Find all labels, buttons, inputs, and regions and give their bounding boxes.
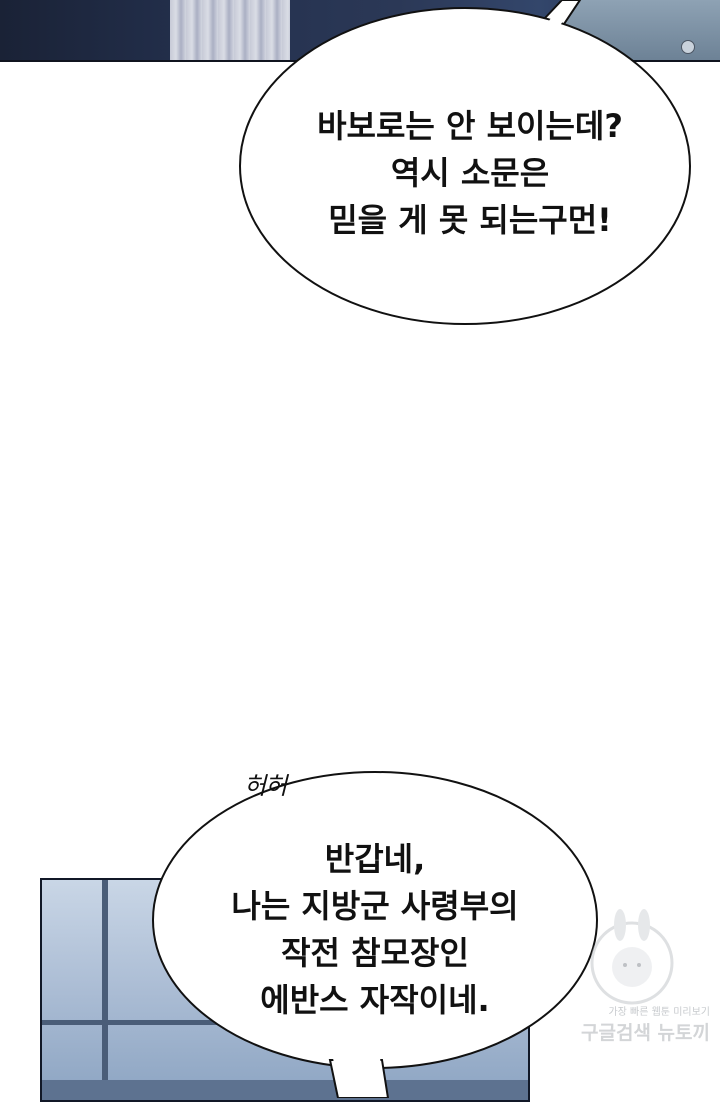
robe-illustration — [170, 0, 290, 60]
bubble-top-text: 바보로는 안 보이는데? 역시 소문은 믿을 게 못 되는구먼! — [250, 110, 690, 251]
watermark-tagline: 가장 빠른 웹툰 미리보기 — [608, 1007, 710, 1018]
bubble-bottom-line: 에반스 자작이네. — [260, 981, 490, 1019]
mascot-icon — [590, 909, 674, 1005]
bubble-bottom-line: 반갑네, — [324, 840, 426, 878]
bubble-bottom-line: 작전 참모장인 — [281, 934, 469, 972]
coat-button — [681, 40, 695, 54]
window-frame — [102, 880, 108, 1100]
bubble-bottom-line: 나는 지방군 사령부의 — [231, 887, 519, 925]
bubble-bottom-text: 반갑네, 나는 지방군 사령부의 작전 참모장인 에반스 자작이네. — [165, 843, 585, 1031]
bubble-top-line: 역시 소문은 — [390, 154, 550, 192]
bubble-top-line: 바보로는 안 보이는데? — [317, 107, 623, 145]
bubble-top — [239, 7, 691, 325]
watermark: 가장 빠른 웹툰 미리보기 구글검색 뉴토끼 — [540, 905, 710, 1055]
window-frame — [42, 1080, 528, 1100]
sound-effect-text: 허허 — [244, 772, 287, 800]
watermark-brand: 구글검색 뉴토끼 — [581, 1022, 710, 1044]
bubble-top-line: 믿을 게 못 되는구먼! — [328, 201, 612, 239]
